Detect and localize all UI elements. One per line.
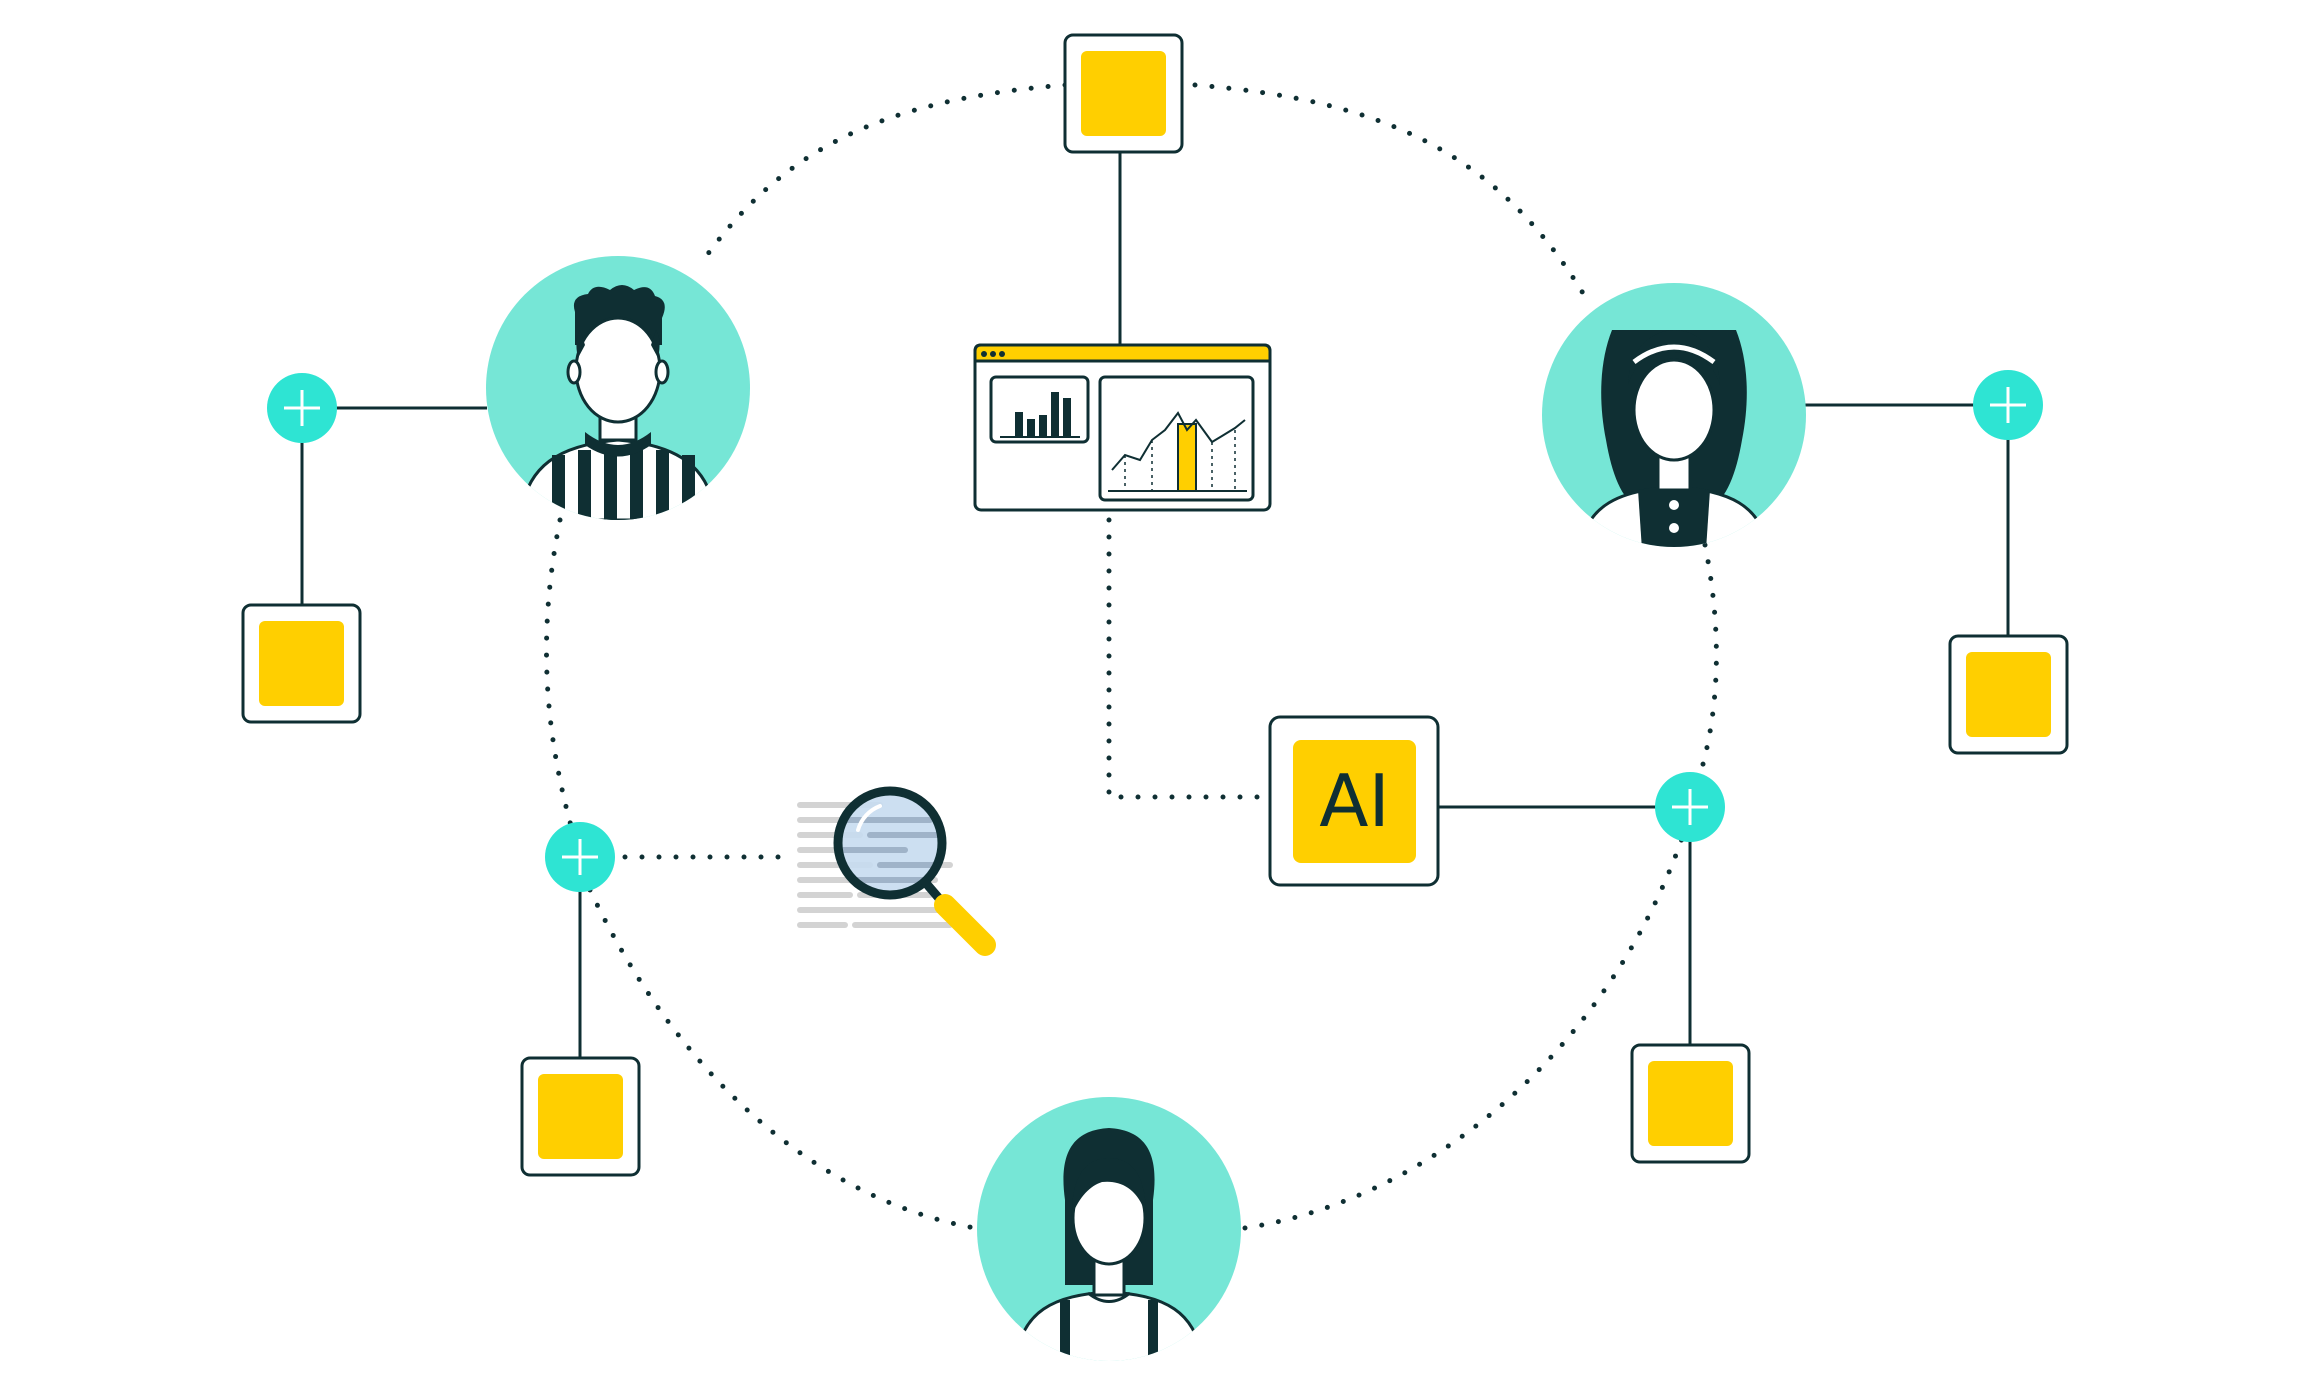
- dotted-arc-left: [543, 517, 578, 843]
- plus-icon: [1655, 772, 1725, 842]
- plus-icon: [1973, 370, 2043, 440]
- person-woman-curly-icon: [1542, 283, 1806, 547]
- node-box-right: [1948, 634, 2069, 755]
- node-box-left: [241, 603, 362, 724]
- dotted-connections: [543, 82, 1719, 1231]
- bar-chart-icon: [989, 375, 1090, 444]
- dotted-arc-bottom-right: [1242, 827, 1688, 1231]
- dotted-arc-top-left: [697, 82, 1068, 268]
- dotted-arc-right: [1697, 542, 1719, 778]
- dotted-arc-top-right: [1192, 82, 1593, 308]
- magnifier-icon: [797, 786, 996, 956]
- ai-node: AI: [1268, 715, 1440, 887]
- ai-label: AI: [1319, 759, 1390, 843]
- person-man-icon: [486, 256, 750, 520]
- person-woman-icon: [977, 1097, 1241, 1361]
- line-man-plus-box: [300, 406, 487, 605]
- node-box-top: [1063, 33, 1184, 154]
- dashboard-window-icon: [973, 343, 1272, 512]
- node-box-bottom-right: [1630, 1043, 1751, 1164]
- dotted-link-dashboard-ai: [1106, 517, 1271, 800]
- node-box-bottom-left: [520, 1056, 641, 1177]
- plus-icon: [267, 373, 337, 443]
- line-chart-icon: [1098, 375, 1255, 502]
- dotted-arc-bottom-left: [587, 887, 978, 1231]
- plus-icon: [545, 822, 615, 892]
- line-woman-plus-box: [1805, 403, 2010, 636]
